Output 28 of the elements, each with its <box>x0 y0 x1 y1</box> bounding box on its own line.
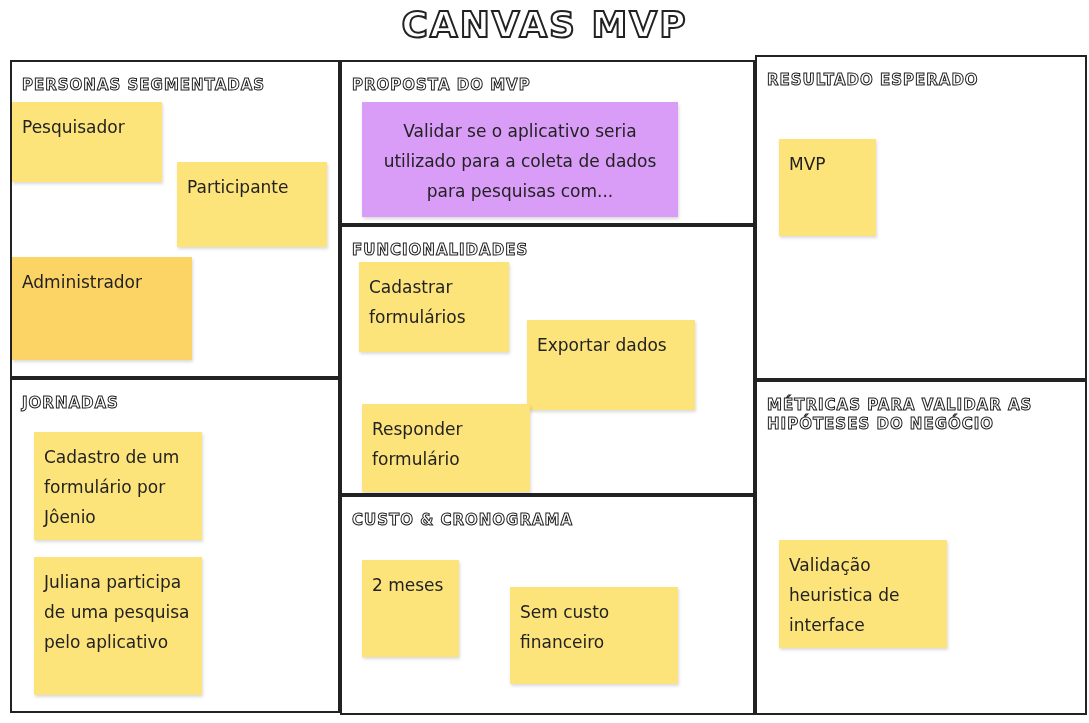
sticky-note: 2 meses <box>362 560 459 657</box>
sticky-note: Sem custo financeiro <box>510 587 678 684</box>
canvas-section <box>755 55 1087 380</box>
canvas-section <box>340 60 755 225</box>
sticky-note: Cadastro de um formulário por Jôenio <box>34 432 202 540</box>
sticky-note: MVP <box>779 139 876 236</box>
sticky-note: Validar se o aplicativo seria utilizado para a coleta de dados para pesquisas com... <box>362 102 678 217</box>
sticky-note: Validação heuristica de interface <box>779 540 947 648</box>
section-heading: CUSTO & CRONOGRAMA <box>352 511 575 530</box>
sticky-note: Responder formulário <box>362 404 530 492</box>
canvas-section <box>10 378 340 713</box>
canvas-title: CANVAS MVP <box>400 4 689 45</box>
canvas-section <box>755 380 1087 715</box>
section-heading: PERSONAS SEGMENTADAS <box>22 76 267 95</box>
canvas-section <box>340 225 755 495</box>
sticky-note: Cadastrar formulários <box>359 262 509 352</box>
sticky-note: Administrador <box>12 257 192 360</box>
canvas-section <box>340 495 755 715</box>
section-heading: JORNADAS <box>22 394 120 413</box>
canvas-section <box>10 60 340 378</box>
sticky-note: Participante <box>177 162 327 247</box>
section-heading: MÉTRICAS PARA VALIDAR AS HIPÓTESES DO NEGÓCIO <box>767 396 1034 434</box>
sticky-note: Juliana participa de uma pesquisa pelo aplicativo <box>34 557 202 695</box>
section-heading: RESULTADO ESPERADO <box>767 71 980 90</box>
sticky-note: Exportar dados <box>527 320 695 410</box>
sticky-note: Pesquisador <box>12 102 162 182</box>
section-heading: PROPOSTA DO MVP <box>352 76 532 95</box>
section-heading: FUNCIONALIDADES <box>352 241 530 260</box>
